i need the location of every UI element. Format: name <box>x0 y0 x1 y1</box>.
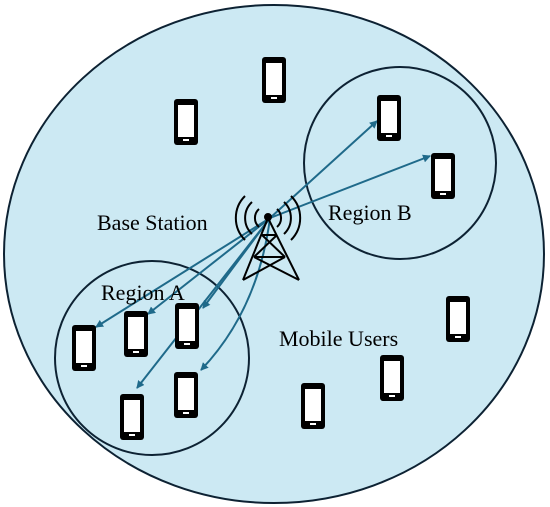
mobile-phone-icon <box>120 394 144 440</box>
mobile-users <box>72 57 470 440</box>
mobile-phone-icon <box>380 355 404 401</box>
link-to-region-a-user-2 <box>147 217 271 315</box>
mobile-users-label: Mobile Users <box>279 326 398 351</box>
mobile-phone-icon <box>72 325 96 371</box>
region-a-boundary <box>54 260 250 456</box>
mobile-phone-icon <box>301 383 325 429</box>
region-a-label: Region A <box>101 280 185 305</box>
mobile-phone-icon <box>174 99 198 145</box>
mobile-phone-icon <box>431 153 455 199</box>
mobile-phone-icon <box>175 303 199 349</box>
region-b-boundary <box>303 66 497 260</box>
link-to-region-b-user-2 <box>269 154 431 219</box>
link-to-region-a-user-4 <box>136 217 271 389</box>
link-to-region-b-user-1 <box>269 120 378 219</box>
mobile-phone-icon <box>174 372 198 418</box>
mobile-phone-icon <box>377 95 401 141</box>
mobile-phone-icon <box>446 296 470 342</box>
mobile-phone-icon <box>262 57 286 103</box>
mobile-phone-icon <box>124 311 148 357</box>
base-station-label: Base Station <box>97 210 208 235</box>
region-b-label: Region B <box>328 200 412 225</box>
cell-tower-icon <box>234 195 302 281</box>
coverage-area <box>3 4 545 504</box>
